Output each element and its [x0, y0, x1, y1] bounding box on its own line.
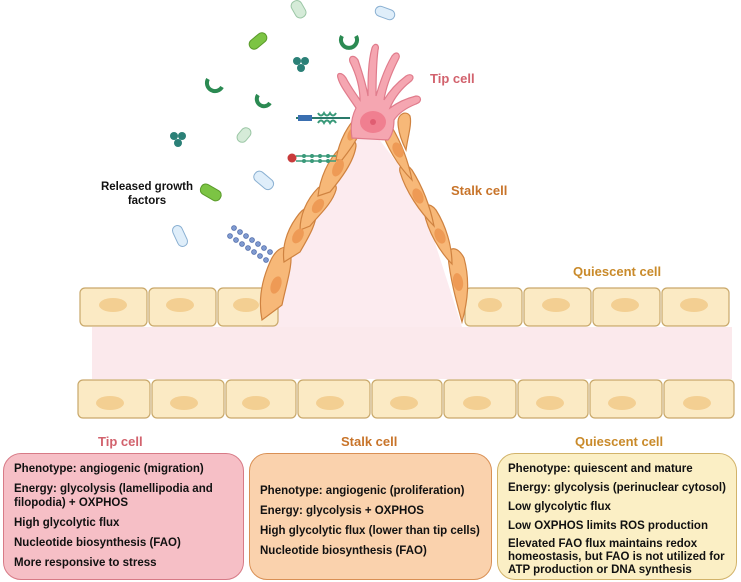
vessel-lumen — [92, 327, 732, 379]
quiescent-panel-title: Quiescent cell — [575, 434, 664, 449]
stalk-nuclei-left — [270, 127, 357, 294]
sprout-interior — [262, 130, 462, 327]
stalk-cell-label: Stalk cell — [451, 183, 508, 198]
growth-factor-icons — [170, 0, 396, 247]
quiescent-item-phenotype: Phenotype: quiescent and mature — [508, 463, 693, 475]
tip-item-nucleotide: Nucleotide biosynthesis (FAO) — [14, 537, 181, 549]
quiescent-item-energy: Energy: glycolysis (perinuclear cytosol) — [508, 482, 726, 494]
quiescent-nuclei-bottom — [96, 396, 711, 410]
tip-cell-label: Tip cell — [430, 71, 475, 86]
tip-panel-title: Tip cell — [98, 434, 143, 449]
tip-item-energy: Energy: glycolysis (lamellipodia and fil… — [14, 483, 213, 509]
stalk-item-glycolytic-flux: High glycolytic flux (lower than tip cel… — [260, 525, 480, 537]
stalk-item-energy: Energy: glycolysis + OXPHOS — [260, 505, 424, 517]
integrin-icon — [227, 225, 273, 263]
stalk-item-nucleotide: Nucleotide biosynthesis (FAO) — [260, 545, 427, 557]
tip-item-glycolytic-flux: High glycolytic flux — [14, 517, 120, 529]
tip-item-phenotype: Phenotype: angiogenic (migration) — [14, 463, 204, 475]
angiogenesis-illustration — [77, 0, 735, 419]
tip-cell — [337, 43, 422, 141]
stalk-nuclei-right — [392, 142, 464, 291]
stalk-panel-title: Stalk cell — [341, 434, 398, 449]
stalk-item-phenotype: Phenotype: angiogenic (proliferation) — [260, 485, 465, 497]
quiescent-item-fao: Elevated FAO flux maintains redox homeos… — [508, 538, 725, 576]
quiescent-nuclei-top — [99, 298, 708, 312]
released-growth-factors-label: Released growth factors — [100, 181, 194, 207]
tip-cell-panel: Phenotype: angiogenic (migration) Energy… — [3, 453, 244, 580]
receptor-ligand-icon — [287, 153, 336, 163]
tip-item-stress: More responsive to stress — [14, 557, 157, 569]
quiescent-cell-panel: Phenotype: quiescent and mature Energy: … — [497, 453, 737, 580]
quiescent-cell-label: Quiescent cell — [573, 264, 662, 279]
quiescent-item-glycolytic-flux: Low glycolytic flux — [508, 501, 611, 513]
quiescent-item-oxphos: Low OXPHOS limits ROS production — [508, 520, 708, 532]
stalk-cell-panel: Phenotype: angiogenic (proliferation) En… — [249, 453, 492, 580]
receptor-icon — [296, 111, 350, 125]
